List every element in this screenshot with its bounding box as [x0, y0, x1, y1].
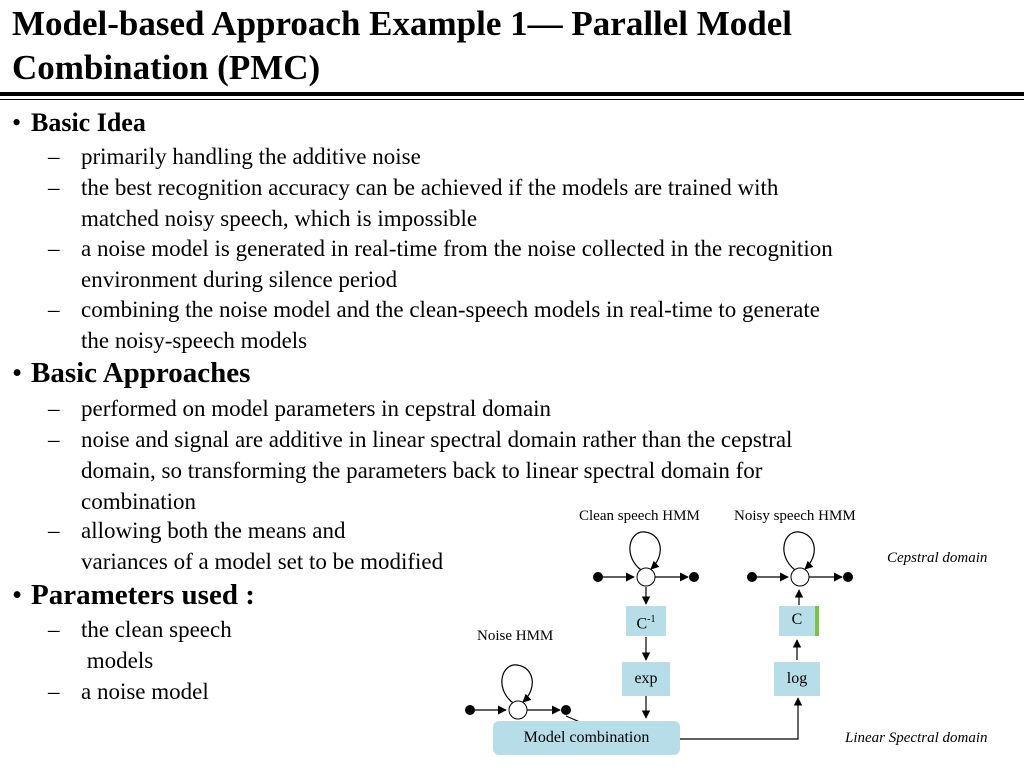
- log-box: log: [774, 662, 820, 696]
- cepstral-transform-box: C: [779, 606, 819, 636]
- model-combination-box: Model combination: [493, 721, 680, 755]
- section-heading-basic-approaches: •Basic Approaches: [12, 357, 251, 389]
- noise-hmm-label: Noise HMM: [477, 628, 554, 644]
- linear-spectral-domain-label: Linear Spectral domain: [845, 730, 988, 746]
- cepstral-domain-label: Cepstral domain: [887, 550, 988, 566]
- section-heading-parameters-used: •Parameters used :: [12, 579, 255, 611]
- title-divider-thick: [0, 92, 1024, 96]
- bullet-icon: •: [12, 357, 23, 389]
- clean-speech-hmm-label: Clean speech HMM: [579, 508, 700, 524]
- title-line-2: Combination (PMC): [12, 48, 321, 87]
- bullet-icon: •: [12, 579, 23, 611]
- noise-hmm: [465, 664, 571, 720]
- section-heading-basic-idea: •Basic Idea: [12, 108, 146, 137]
- clean-speech-hmm: [593, 531, 699, 587]
- noisy-speech-hmm: [747, 531, 853, 587]
- exp-box: exp: [622, 662, 670, 696]
- inverse-cepstral-transform-box: C-1: [626, 606, 666, 636]
- bullet-icon: •: [12, 108, 22, 137]
- arrow-combination-to-log: [680, 697, 803, 740]
- title-line-1: Model-based Approach Example 1— Parallel…: [12, 4, 793, 43]
- noisy-speech-hmm-label: Noisy speech HMM: [734, 508, 856, 524]
- title-divider-thin: [0, 99, 1024, 100]
- slide-title: Model-based Approach Example 1— Parallel…: [12, 2, 1012, 90]
